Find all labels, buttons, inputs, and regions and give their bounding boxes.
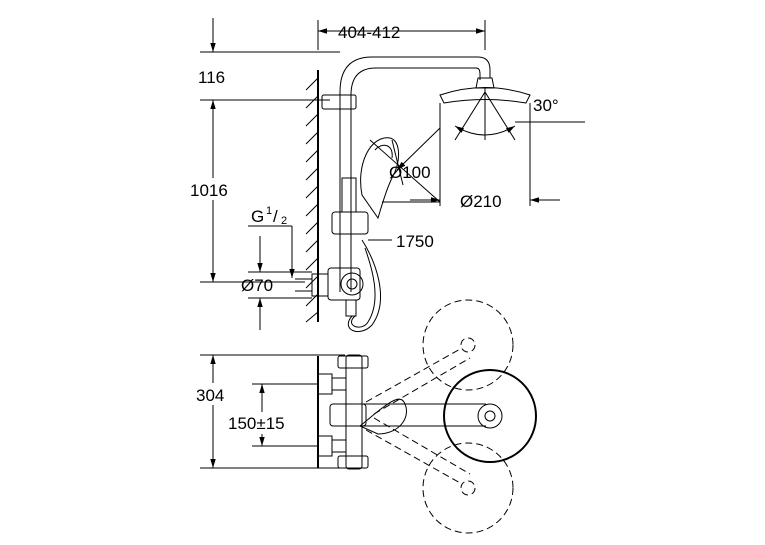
dim-escutcheon: Ø70 [241,236,312,330]
dim-hose: 1750 [368,232,434,251]
tilt-angle-label: 30° [533,96,559,115]
inlet-centres-label: 150±15 [228,414,285,433]
svg-text:/: / [273,207,278,226]
dim-connection: G 1 / 2 [248,205,295,278]
dim-inlet-centres: 150±15 [226,383,318,447]
escutcheon-diameter-label: Ø70 [241,276,273,295]
head-shower-diameter-label: Ø210 [460,192,502,211]
inlet-lower [317,435,347,457]
dim-hand-shower: Ø100 [369,127,441,203]
width-range-label: 404-412 [338,23,400,42]
rail-height-label: 1016 [190,181,228,200]
hand-shower-diameter-label: Ø100 [389,163,431,182]
riser-pipe [295,56,491,333]
head-shower [439,77,585,141]
connection-fraction-den: 2 [281,215,287,227]
side-view: 404-412 116 1016 G 1 / 2 [186,18,585,333]
dim-head-shower: Ø210 [410,103,560,211]
hose-length-label: 1750 [396,232,434,251]
swivel-positions [365,299,514,534]
connection-label: G [251,207,264,226]
wall-projection-label: 304 [196,386,224,405]
dim-wall-projection: 304 [193,354,345,469]
dim-rail-height: 1016 [186,178,305,283]
dim-width: 404-412 [317,20,486,50]
top-offset-label: 116 [198,68,225,87]
head-shower-top [443,369,537,463]
connection-fraction-num: 1 [266,205,272,217]
inlet-upper [317,373,347,395]
top-view: 304 150±15 [193,299,537,534]
